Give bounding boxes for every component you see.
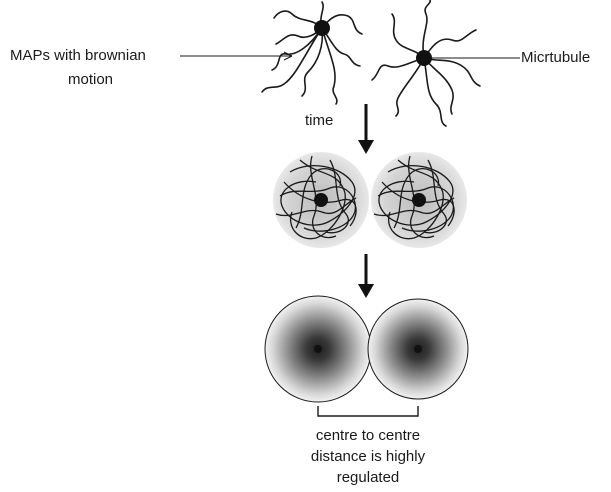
stage1-left-microtubule-dot [314, 20, 330, 36]
second-arrowhead [358, 284, 374, 298]
maps-label-line2: motion [68, 70, 113, 89]
stage1-left-map [262, 2, 362, 104]
distance-label-line3: regulated [298, 468, 438, 487]
time-arrowhead [358, 140, 374, 154]
distance-bracket [318, 406, 418, 416]
microtubule-label: Micrtubule [521, 48, 590, 67]
time-label: time [305, 111, 333, 130]
stage3-right-center-dot [414, 345, 422, 353]
stage1-right-microtubule-dot [416, 50, 432, 66]
distance-label-line2: distance is highly [298, 447, 438, 466]
maps-label-line1: MAPs with brownian [10, 46, 146, 65]
distance-label-line1: centre to centre [298, 426, 438, 445]
stage3-left-center-dot [314, 345, 322, 353]
stage2-left-center-dot [314, 193, 328, 207]
stage2-right-center-dot [412, 193, 426, 207]
